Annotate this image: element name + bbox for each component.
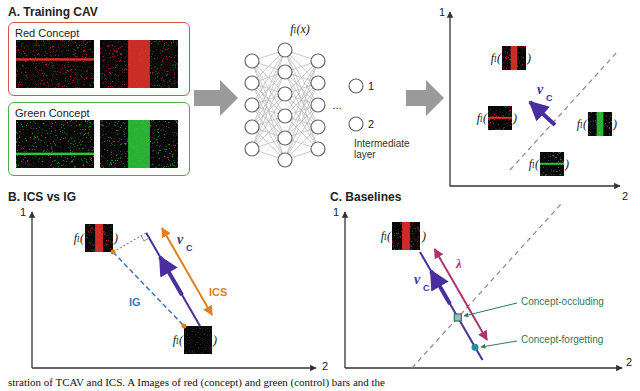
cav-symbol: ν — [413, 272, 421, 288]
ics-label: ICS — [208, 286, 228, 298]
neuron — [278, 109, 292, 123]
cav-arrow — [431, 271, 450, 304]
panel-title: B. ICS vs IG — [8, 190, 76, 204]
bar-image — [100, 40, 178, 88]
axis — [31, 212, 32, 368]
activation-label: ) — [213, 333, 217, 348]
point — [182, 324, 187, 329]
neuron — [278, 131, 292, 145]
bar-image — [16, 120, 94, 168]
activation-label: ) — [422, 229, 426, 244]
output-index: 2 — [368, 118, 374, 130]
cav-arrow — [530, 102, 555, 125]
neuron — [311, 142, 325, 156]
bar-image — [100, 120, 178, 168]
lambda-label: λ — [455, 256, 463, 272]
activation-label: ) — [613, 117, 617, 132]
cav-arrow — [160, 257, 182, 295]
cav-symbol: ν — [536, 82, 544, 98]
flow-arrow — [406, 80, 444, 116]
concept-box: Green Concept — [8, 102, 190, 176]
panel-title: C. Baselines — [330, 190, 401, 204]
axis — [450, 185, 620, 186]
cav-subscript: C — [186, 243, 193, 253]
cav-subscript: C — [423, 283, 430, 293]
neuron — [278, 87, 292, 101]
activation-label: ) — [565, 157, 569, 172]
forgetting-point — [472, 344, 479, 351]
activation-label: fₗ( — [577, 117, 587, 132]
neuron — [245, 98, 259, 112]
activation-label: fₗ( — [529, 157, 539, 172]
leader-line — [481, 341, 517, 347]
axis-label: 2 — [322, 360, 328, 372]
ig-label: IG — [128, 296, 142, 308]
bar-image — [16, 40, 94, 88]
figure-caption: stration of TCAV and ICS. A Images of re… — [8, 376, 385, 388]
axis-label: 2 — [626, 356, 632, 368]
layer-function: fₗ(x) — [290, 22, 310, 37]
bar-image — [588, 112, 612, 136]
axis-label: 1 — [333, 206, 339, 218]
leader-line — [464, 303, 517, 316]
axis-label: 1 — [20, 206, 26, 218]
cav-subscript: C — [546, 93, 553, 103]
output-index: 1 — [368, 80, 374, 92]
neuron — [349, 79, 363, 93]
box-label: Red Concept — [9, 25, 85, 41]
activation-label: fₗ( — [381, 229, 391, 244]
activation-label: fₗ( — [477, 111, 487, 126]
activation-label: ) — [114, 231, 118, 246]
neuron — [278, 43, 292, 57]
axis — [345, 367, 622, 368]
activation-label: fₗ( — [173, 333, 183, 348]
axis-label: 1 — [439, 6, 445, 18]
neuron — [245, 142, 259, 156]
ellipsis: ... — [332, 99, 341, 111]
point — [111, 250, 116, 255]
axis — [449, 12, 450, 186]
bar-image — [85, 224, 113, 252]
box-label: Green Concept — [9, 105, 96, 121]
neuron — [245, 76, 259, 90]
occluding-point — [454, 314, 461, 321]
neuron — [349, 117, 363, 131]
axis — [32, 367, 316, 368]
axis — [344, 212, 345, 368]
activation-label: ) — [513, 111, 517, 126]
neuron — [311, 76, 325, 90]
axis-label: 2 — [622, 190, 628, 202]
panel-title: A. Training CAV — [8, 5, 98, 19]
lambda-span — [435, 249, 487, 340]
right-angle — [141, 236, 149, 241]
bar-image — [184, 326, 212, 354]
layer-label: Intermediate layer — [354, 138, 418, 160]
activation-label: fₗ( — [74, 231, 84, 246]
neuron — [278, 65, 292, 79]
bar-image — [488, 106, 512, 130]
baseline-label: Concept-forgetting — [520, 334, 604, 345]
neuron — [245, 120, 259, 134]
cav-line — [420, 252, 483, 360]
flow-arrow — [194, 80, 238, 116]
cav-symbol: ν — [176, 232, 184, 248]
neuron — [245, 54, 259, 68]
ics-span — [162, 228, 212, 315]
activation-label: ) — [527, 51, 531, 66]
neuron — [278, 153, 292, 167]
ig-path — [113, 252, 184, 326]
bar-image — [392, 222, 420, 250]
baseline-label: Concept-occluding — [520, 296, 605, 307]
concept-box: Red Concept — [8, 22, 190, 96]
bar-image — [540, 152, 564, 176]
neuron — [311, 98, 325, 112]
neuron — [311, 54, 325, 68]
neuron — [311, 120, 325, 134]
activation-label: fₗ( — [491, 51, 501, 66]
bar-image — [502, 46, 526, 70]
